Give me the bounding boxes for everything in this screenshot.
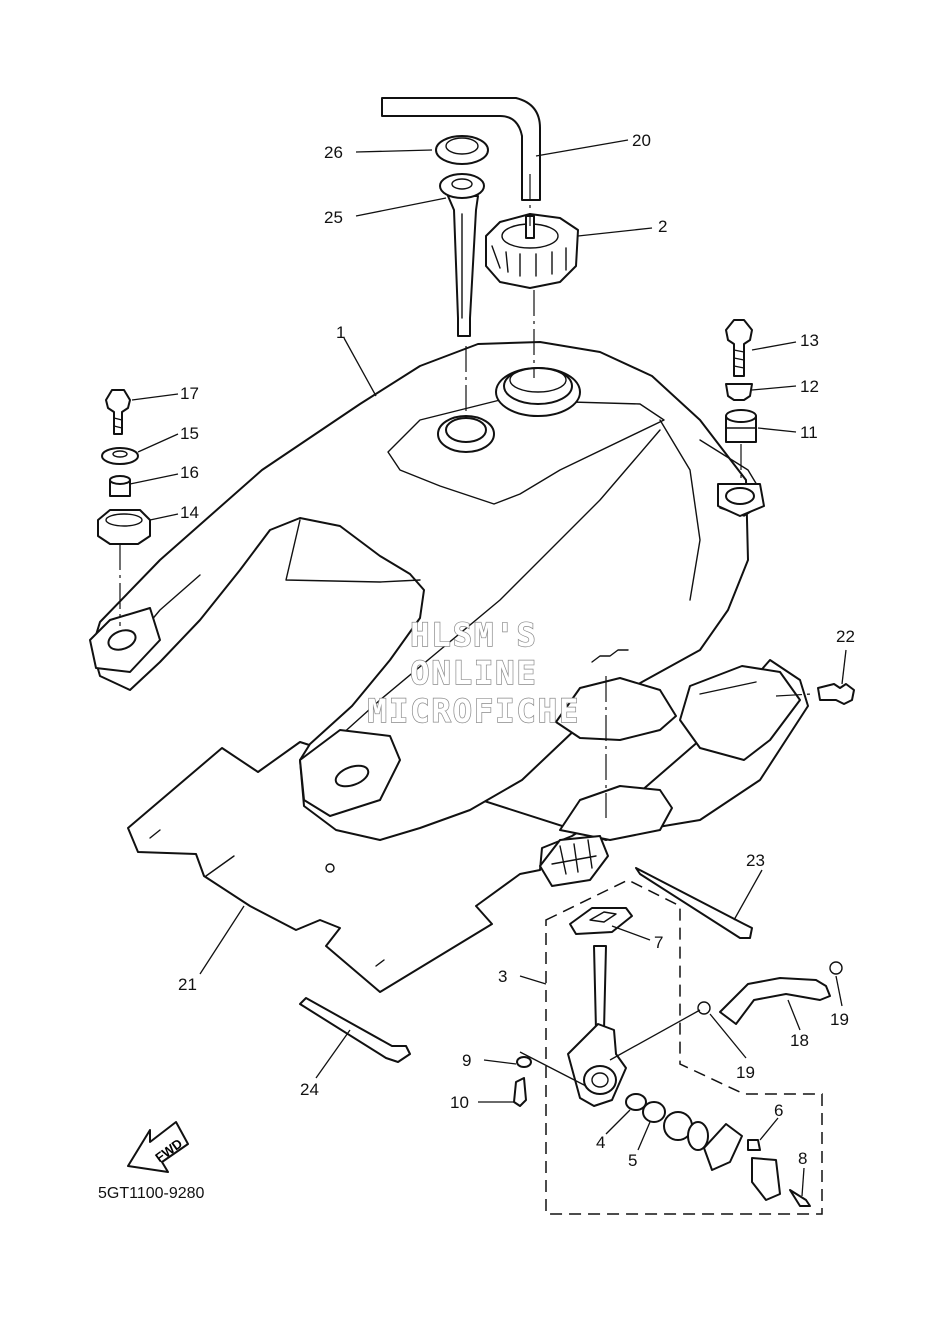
washer-9	[516, 1056, 532, 1068]
callout-24: 23	[746, 851, 765, 870]
watermark: HLSM'S ONLINE MICROFICHE	[367, 615, 581, 730]
watermark-line-1: HLSM'S	[410, 616, 538, 654]
callout-1: 1	[336, 323, 345, 342]
callout-22: 24	[300, 1080, 319, 1099]
seat-base-plate	[127, 659, 809, 993]
cover-plate	[703, 1123, 743, 1171]
seat-bracket	[679, 665, 801, 761]
fuel-tank-body	[91, 341, 749, 841]
callout-19-right: 19	[830, 1010, 849, 1029]
screw-6	[747, 1139, 761, 1151]
callout-12: 12	[800, 377, 819, 396]
forward-arrow: FWD	[127, 1121, 189, 1173]
screw-10	[513, 1077, 527, 1107]
callout-2: 2	[658, 217, 667, 236]
fuel-cock-group-outline	[545, 879, 823, 1215]
callout-21: 21	[178, 975, 197, 994]
bolt-17	[105, 389, 131, 435]
callout-16: 16	[180, 463, 199, 482]
callout-8: 8	[798, 1149, 807, 1168]
watermark-line-3: MICROFICHE	[368, 692, 581, 730]
callout-7: 7	[654, 933, 663, 952]
callout-19-left: 19	[736, 1063, 755, 1082]
callout-11: 11	[800, 423, 818, 442]
cap-seal	[435, 135, 489, 165]
callout-6: 6	[774, 1101, 783, 1120]
cable-tie-22	[299, 997, 411, 1063]
watermark-line-2: ONLINE	[410, 654, 538, 692]
cable-tie-24	[635, 867, 753, 939]
lever	[751, 1157, 781, 1201]
grommet-14	[97, 509, 151, 545]
washer-15	[101, 447, 139, 465]
bolt-13	[725, 319, 753, 377]
callout-5: 5	[628, 1151, 637, 1170]
callout-15: 15	[180, 424, 199, 443]
callout-20: 20	[632, 131, 651, 150]
fuel-cap	[485, 213, 579, 289]
fuel-hose-18	[719, 977, 831, 1025]
callout-17: 17	[180, 384, 199, 403]
callout-10: 10	[450, 1093, 469, 1112]
bolt-23	[817, 683, 855, 705]
hose-clip-19-right	[829, 961, 843, 975]
callout-9: 9	[462, 1051, 471, 1070]
lever-seal	[625, 1093, 647, 1111]
fuel-cock-pickup	[593, 945, 607, 1031]
callout-18: 18	[790, 1031, 809, 1050]
breather-hose	[381, 97, 541, 201]
packing	[687, 1121, 709, 1151]
callout-labels: 26 25 20 2 1 13 12 11 17 15 16 14 22 23 …	[178, 131, 855, 1170]
o-ring	[642, 1101, 666, 1123]
callout-14: 14	[180, 503, 199, 522]
callout-3: 3	[498, 967, 507, 986]
callout-26: 26	[324, 143, 343, 162]
fuel-gauge	[447, 195, 479, 337]
callout-13: 13	[800, 331, 819, 350]
hose-clip-19-left	[697, 1001, 711, 1015]
cock-grommet	[539, 835, 609, 887]
callout-4: 4	[596, 1133, 605, 1152]
screw-8	[789, 1189, 811, 1207]
callout-25: 25	[324, 208, 343, 227]
collar-12	[725, 383, 753, 401]
callout-23: 22	[836, 627, 855, 646]
leader-lines	[129, 139, 847, 1197]
diagram-code: 5GT1100-9280	[98, 1185, 205, 1202]
